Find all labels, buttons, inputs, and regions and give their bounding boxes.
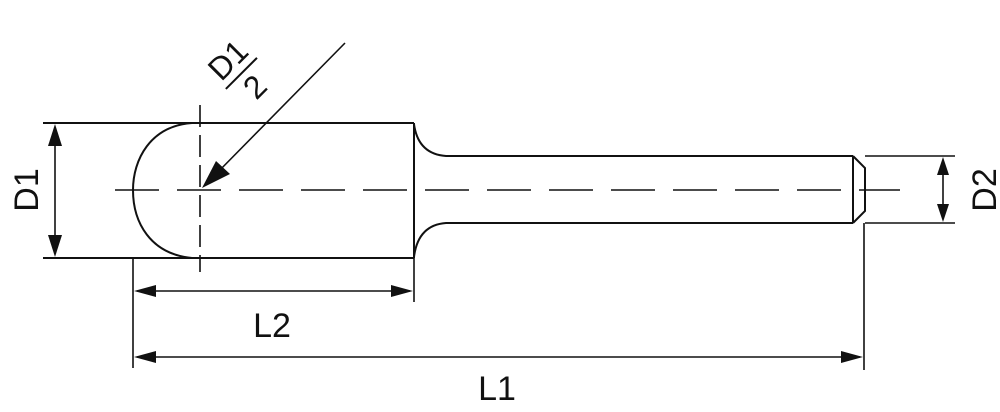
d2-label: D2 [966,168,1000,211]
l1-dimension [134,351,863,363]
radius-label: D1 2 [201,33,274,106]
d1-dimension [48,124,62,257]
l2-label: L2 [253,307,291,345]
d2-dimension [937,157,949,222]
l2-dimension [134,285,413,297]
l1-label: L1 [478,370,516,408]
d1-label: D1 [8,168,46,211]
radius-denominator: 2 [236,68,274,106]
shank [413,123,866,258]
cutter-head [43,122,415,259]
radius-leader [202,42,346,188]
